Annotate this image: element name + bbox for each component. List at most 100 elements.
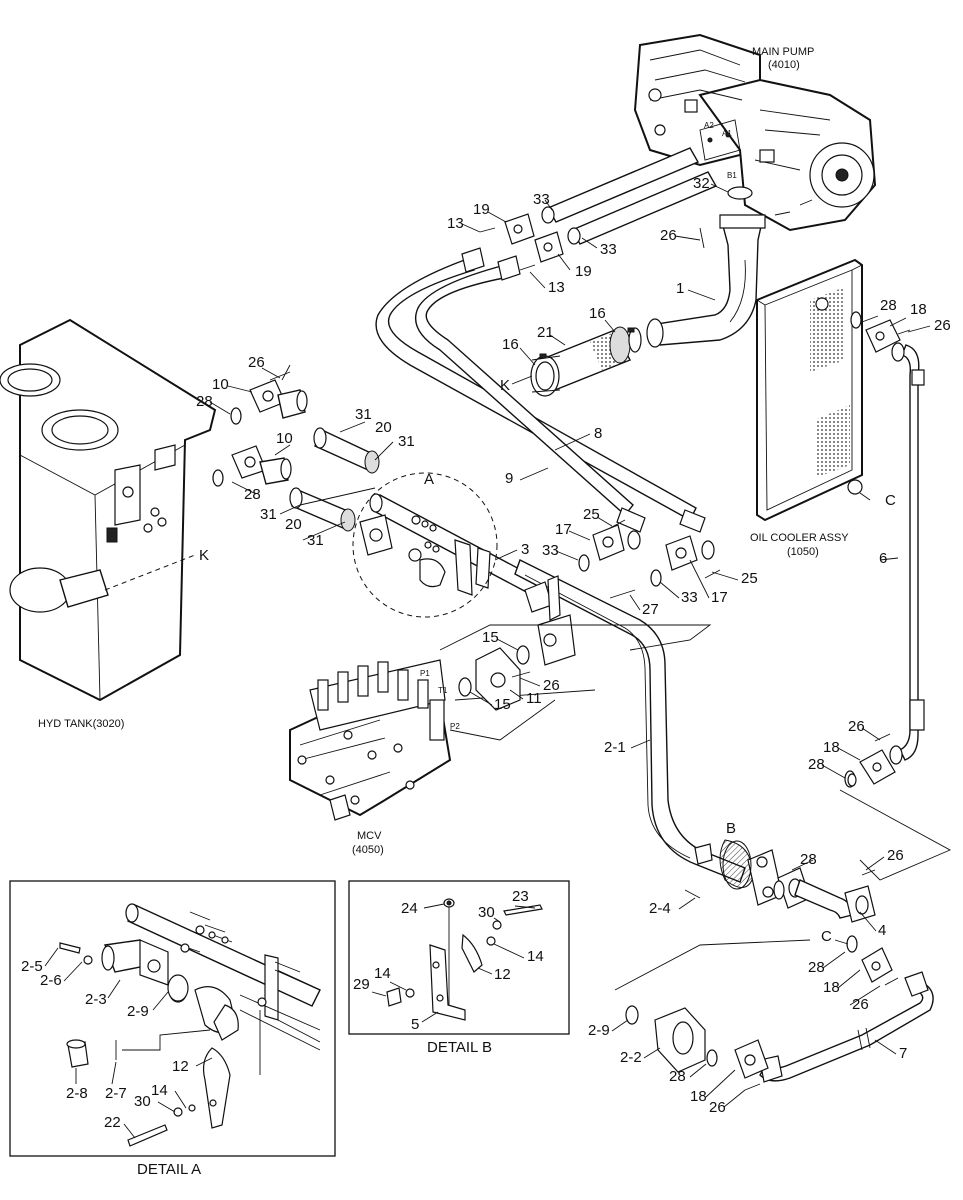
callout-28-lower: 28 xyxy=(808,959,825,976)
mcv-caption-line1: MCV xyxy=(357,830,382,842)
callout-28-cooler: 28 xyxy=(880,297,897,314)
callout-26-tank: 26 xyxy=(248,354,265,371)
detail-a-callout-2-7: 2-7 xyxy=(105,1085,127,1102)
callout-28-right: 28 xyxy=(808,756,825,773)
callout-1: 1 xyxy=(676,280,684,297)
detail-b-callouts: 24 23 30 14 14 12 29 5 xyxy=(353,888,544,1033)
callout-18-lower: 18 xyxy=(823,979,840,996)
port-label-p1: P1 xyxy=(420,669,430,678)
detail-b-callout-14-right: 14 xyxy=(527,948,544,965)
callout-2-1: 2-1 xyxy=(604,739,626,756)
main-pump-caption-line2: (4010) xyxy=(768,59,800,71)
callout-33-a: 33 xyxy=(533,191,550,208)
callout-8: 8 xyxy=(594,425,602,442)
callout-6: 6 xyxy=(879,550,887,567)
callout-10-b: 10 xyxy=(276,430,293,447)
callout-20-b: 20 xyxy=(285,516,302,533)
detail-b-callout-12: 12 xyxy=(494,966,511,983)
detail-a-circle xyxy=(352,472,498,618)
callout-21: 21 xyxy=(537,324,554,341)
callout-19-b: 19 xyxy=(575,263,592,280)
pump-pipes xyxy=(541,147,717,245)
bolts xyxy=(269,227,911,1091)
callout-10-a: 10 xyxy=(212,376,229,393)
callout-26-right: 26 xyxy=(848,718,865,735)
oil-cooler-caption-line1: OIL COOLER ASSY xyxy=(750,532,849,544)
ref-letter-c-cooler: C xyxy=(885,492,896,509)
detail-a-callout-2-5: 2-5 xyxy=(21,958,43,975)
ref-letter-b: B xyxy=(726,820,736,837)
detail-b-callout-29: 29 xyxy=(353,976,370,993)
callout-33-d: 33 xyxy=(681,589,698,606)
detail-b-callout-14-left: 14 xyxy=(374,965,391,982)
callout-18-right: 18 xyxy=(823,739,840,756)
main-pump: A2 A1 B1 xyxy=(633,33,877,232)
callout-31-a: 31 xyxy=(355,406,372,423)
port-label-b1: B1 xyxy=(727,171,737,180)
detail-a-callout-2-8: 2-8 xyxy=(66,1085,88,1102)
detail-a-callout-2-9: 2-9 xyxy=(127,1003,149,1020)
detail-a-callouts: 2-5 2-6 2-3 2-9 12 2-8 2-7 14 30 22 xyxy=(21,947,213,1139)
hose-8-9 xyxy=(375,247,715,560)
port-label-a2: A2 xyxy=(704,121,714,130)
callout-25-b: 25 xyxy=(741,570,758,587)
callout-26-pump: 26 xyxy=(660,227,677,244)
callout-26-cooler: 26 xyxy=(934,317,951,334)
callout-17-a: 17 xyxy=(555,521,572,538)
callout-26-bottom: 26 xyxy=(709,1099,726,1116)
callout-26-lower: 26 xyxy=(852,996,869,1013)
detail-a-callout-14: 14 xyxy=(151,1082,168,1099)
detail-b-callout-23: 23 xyxy=(512,888,529,905)
callout-28-bottom: 28 xyxy=(669,1068,686,1085)
callout-2-2: 2-2 xyxy=(620,1049,642,1066)
ref-letter-k-hose: K xyxy=(500,377,510,394)
callout-16-a: 16 xyxy=(589,305,606,322)
callout-2-9-main: 2-9 xyxy=(588,1022,610,1039)
mcv-caption-line2: (4050) xyxy=(352,844,384,856)
ref-letter-a: A xyxy=(424,471,434,488)
callout-20-a: 20 xyxy=(375,419,392,436)
port-label-t1: T1 xyxy=(438,686,448,695)
detail-a-callout-2-6: 2-6 xyxy=(40,972,62,989)
hose-6 xyxy=(889,342,925,765)
callout-31-c: 31 xyxy=(260,506,277,523)
callout-7: 7 xyxy=(899,1045,907,1062)
detail-a-callout-22: 22 xyxy=(104,1114,121,1131)
hyd-tank-caption: HYD TANK(3020) xyxy=(38,718,124,730)
callout-18-bottom: 18 xyxy=(690,1088,707,1105)
flange-19 xyxy=(504,213,564,263)
ref-letter-k-tank: K xyxy=(199,547,209,564)
flange-17 xyxy=(578,524,698,587)
detail-b-ellipse xyxy=(722,840,752,890)
port-label-a1: A1 xyxy=(722,129,732,138)
detail-b-callout-30: 30 xyxy=(478,904,495,921)
pipe-3 xyxy=(359,493,541,596)
pipe-4 xyxy=(773,867,876,923)
callout-16-b: 16 xyxy=(502,336,519,353)
callout-9: 9 xyxy=(505,470,513,487)
callout-3: 3 xyxy=(521,541,529,558)
leader-lines xyxy=(299,487,952,991)
mcv: P1 T1 P2 xyxy=(289,659,460,821)
callout-31-b: 31 xyxy=(398,433,415,450)
suction-pipe xyxy=(646,186,766,348)
callout-26-mid: 26 xyxy=(543,677,560,694)
suction-hose xyxy=(530,326,642,397)
callout-19-a: 19 xyxy=(473,201,490,218)
detail-b-caption: DETAIL B xyxy=(427,1039,492,1056)
ref-letter-c-lower: C xyxy=(821,928,832,945)
callout-15-b: 15 xyxy=(494,696,511,713)
callout-4: 4 xyxy=(878,922,886,939)
callout-28-tank-a: 28 xyxy=(196,393,213,410)
callout-28-tank-b: 28 xyxy=(244,486,261,503)
flange-18-top xyxy=(850,311,901,353)
callout-18-cooler: 18 xyxy=(910,301,927,318)
detail-b-callout-5: 5 xyxy=(411,1016,419,1033)
flange-11 xyxy=(458,645,530,711)
callout-27: 27 xyxy=(642,601,659,618)
callout-2-4: 2-4 xyxy=(649,900,671,917)
hose-7 xyxy=(759,935,934,1083)
detail-b-callout-24: 24 xyxy=(401,900,418,917)
part-callouts: 33 33 19 19 13 13 32 26 1 16 16 21 28 18… xyxy=(196,175,951,1116)
